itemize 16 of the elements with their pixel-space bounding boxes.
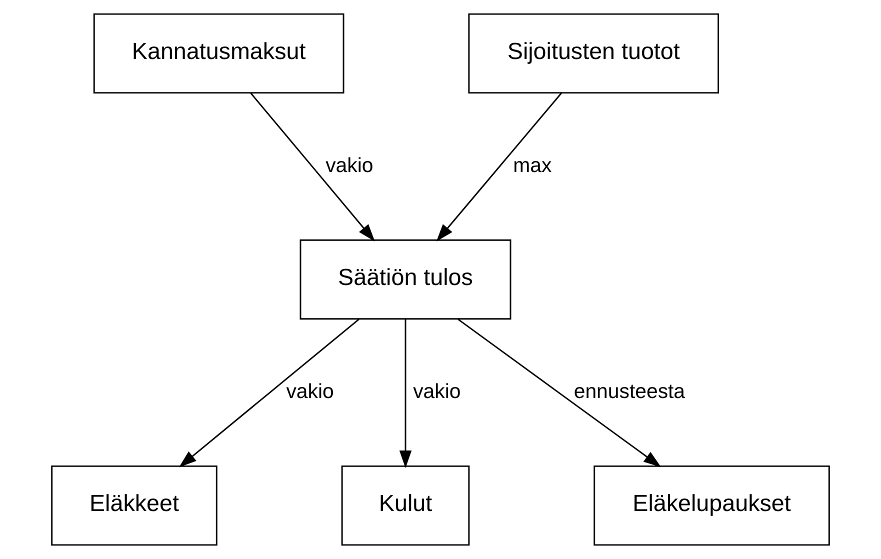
node-box: Säätiön tulos <box>300 239 512 320</box>
arrow <box>179 318 360 468</box>
edge-label: vakio <box>413 380 461 403</box>
arrow <box>458 318 662 468</box>
node-box: Eläkelupaukset <box>594 465 830 546</box>
edge-label: vakio <box>286 380 334 403</box>
arrow <box>250 92 375 242</box>
edge-label: vakio <box>326 154 374 177</box>
node-box: Kannatusmaksut <box>93 13 344 94</box>
node-box: Kulut <box>341 465 470 546</box>
edge-label: max <box>513 154 552 177</box>
edge-label: ennusteesta <box>574 380 686 403</box>
arrow <box>436 92 562 242</box>
node-box: Sijoitusten tuotot <box>468 13 720 94</box>
arrow <box>399 319 412 468</box>
node-box: Eläkkeet <box>51 465 218 546</box>
